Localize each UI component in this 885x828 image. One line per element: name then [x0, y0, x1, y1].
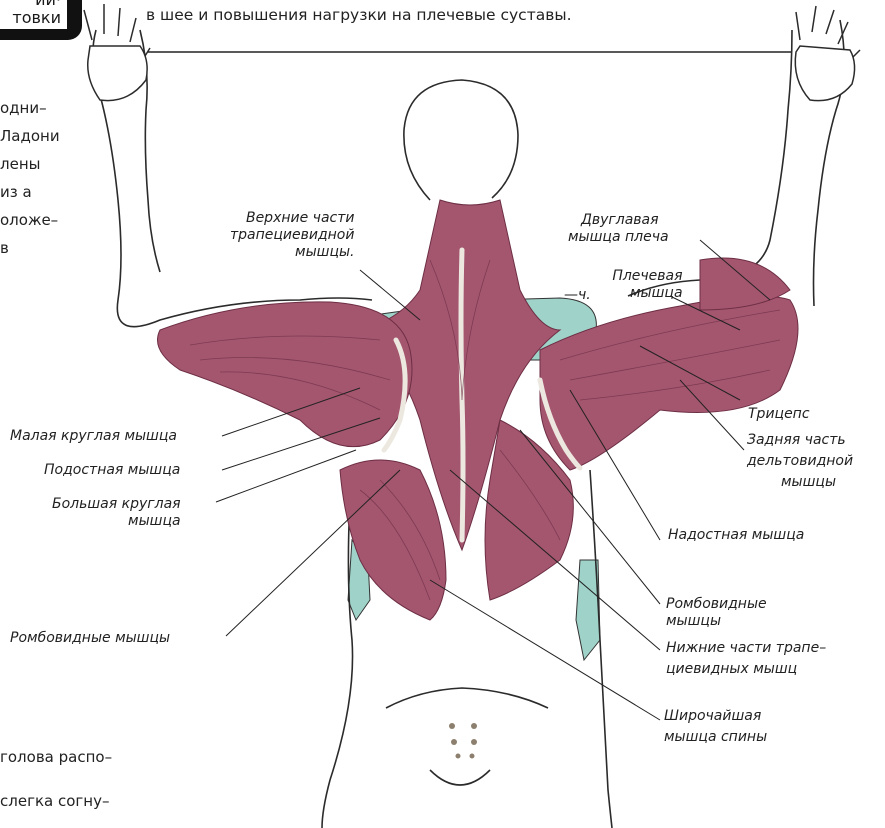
label-line: циевидных мышц — [666, 661, 826, 678]
pelvis-top — [386, 688, 548, 708]
label-line: Широчайшая — [664, 708, 767, 725]
label-line: Двуглавая — [568, 212, 669, 229]
label-rhomboids-right: Ромбовидные мышцы — [666, 596, 767, 630]
label-ch-mark: —ч. — [564, 287, 591, 304]
label-line: дельтовидной — [747, 453, 853, 470]
label-lower-trapezius: Нижние части трапе– циевидных мышц — [666, 640, 826, 678]
label-teres-minor: Малая круглая мышца — [10, 428, 177, 445]
pelvis-bottom — [430, 770, 490, 785]
label-biceps: Двуглавая мышца плеча — [568, 212, 669, 246]
label-line: Верхние части — [230, 210, 354, 227]
label-line: Плечевая — [606, 268, 683, 285]
label-line: Нижние части трапе– — [666, 640, 826, 657]
torso-left-side — [322, 500, 353, 828]
label-supraspinatus: Надостная мышца — [668, 527, 804, 544]
label-line: мышцы. — [230, 244, 354, 261]
label-latissimus: Широчайшая мышца спины — [664, 708, 767, 746]
label-line: мышцы — [666, 613, 767, 630]
label-line: мышцы — [747, 474, 853, 491]
muscles — [158, 200, 799, 620]
label-brachialis: Плечевая мышца — [606, 268, 683, 302]
right-arm-inner — [628, 30, 792, 296]
label-rhomboids-left: Ромбовидные мышцы — [10, 630, 170, 647]
leader-latissimus — [430, 580, 660, 720]
label-line: мышца плеча — [568, 229, 669, 246]
left-shoulder-muscle — [158, 302, 413, 447]
label-triceps: Трицепс — [748, 406, 810, 423]
label-line: Большая круглая — [52, 496, 181, 513]
right-hand — [795, 46, 854, 101]
label-line: Задняя часть — [747, 432, 853, 449]
head-outline — [404, 80, 518, 200]
label-line: трапециевидной — [230, 227, 354, 244]
leader-teres-major — [216, 450, 356, 502]
label-line: мышца — [606, 285, 683, 302]
label-line: мышца спины — [664, 729, 767, 746]
label-line: Ромбовидные — [666, 596, 767, 613]
sacrum-dots — [449, 723, 477, 759]
label-infraspinatus: Подостная мышца — [44, 462, 180, 479]
label-teres-major: Большая круглая мышца — [52, 496, 181, 530]
label-line: мышца — [52, 513, 181, 530]
label-posterior-deltoid: Задняя часть дельтовидной мышцы — [747, 432, 853, 491]
left-hand — [88, 46, 147, 101]
label-upper-trapezius: Верхние части трапециевидной мышцы. — [230, 210, 354, 261]
